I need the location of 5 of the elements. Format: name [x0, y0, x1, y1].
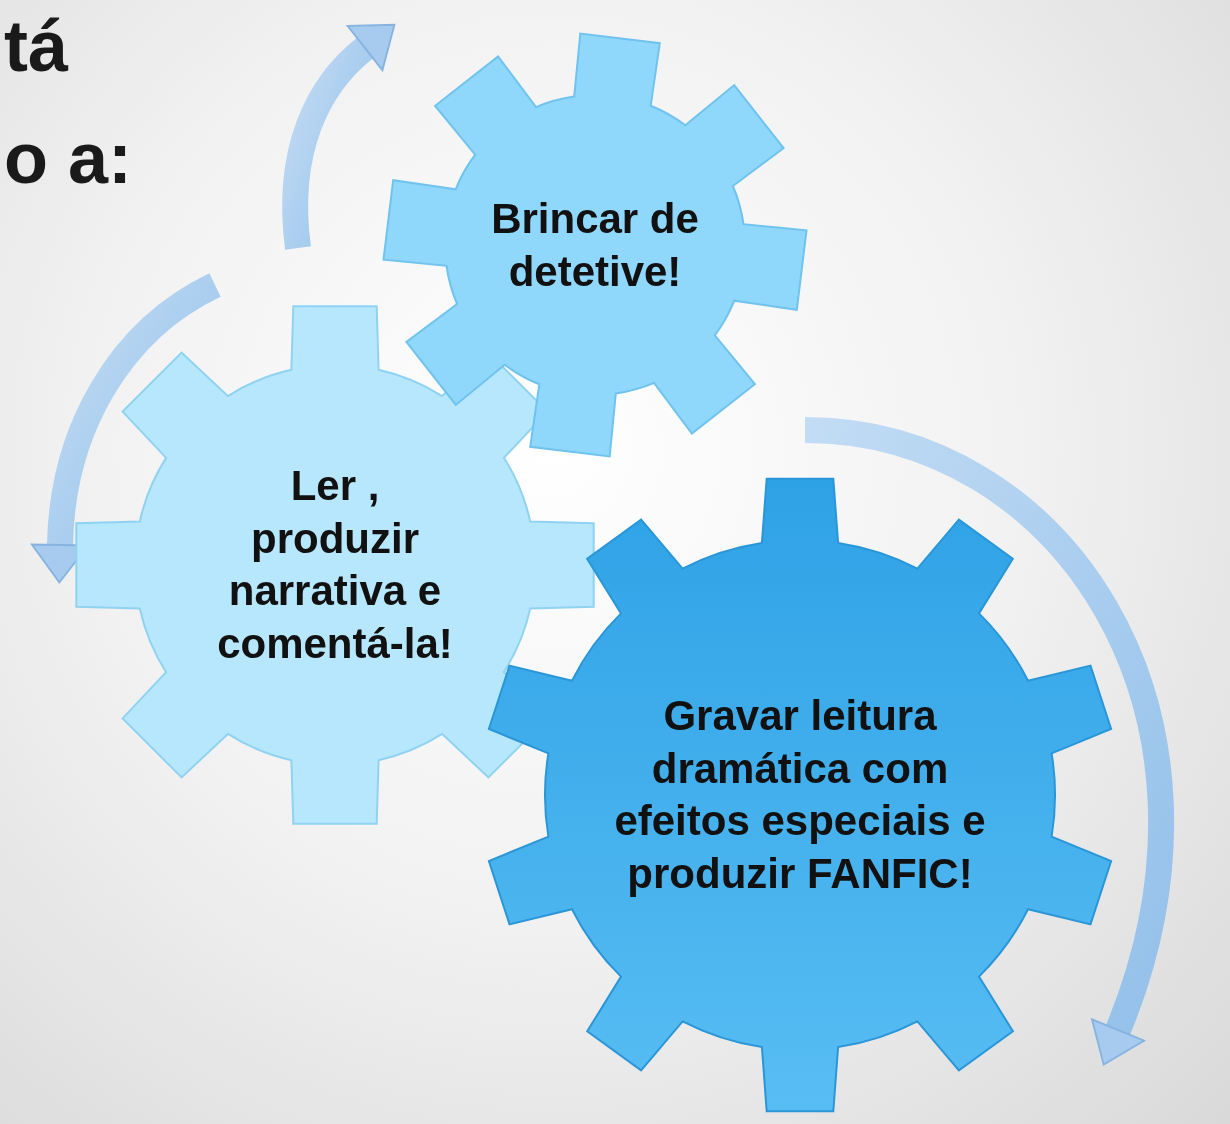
gear-label: Ler , produzir narrativa e comentá-la! — [216, 461, 454, 669]
gear-label: Gravar leitura dramática com efeitos especiais e produzir FANFIC! — [613, 691, 987, 899]
gear-label: Brincar de detetive! — [490, 193, 700, 296]
heading-text: tá — [4, 10, 69, 82]
heading-text: o a: — [4, 122, 132, 194]
